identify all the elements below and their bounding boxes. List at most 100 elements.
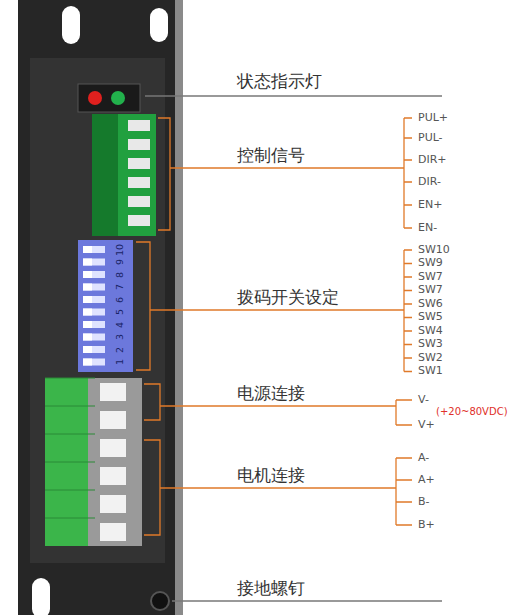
power-motor-terminal	[45, 378, 142, 546]
switch-name: SW3	[418, 338, 443, 351]
terminal-slot	[128, 177, 150, 188]
switch-name: SW10	[418, 244, 450, 257]
terminal-slot	[128, 158, 150, 169]
terminal-divider	[45, 462, 95, 463]
terminal-divider	[45, 406, 95, 407]
dip-toggle	[83, 246, 105, 253]
switch-name: SW4	[418, 325, 443, 338]
pin-name: PUL-	[418, 132, 443, 145]
ground-screw	[151, 592, 169, 610]
bracket	[144, 384, 412, 425]
callout-label: 拨码开关设定	[237, 288, 339, 308]
pin-name: B+	[418, 519, 435, 532]
pin-name: A+	[418, 474, 435, 487]
leader-lines	[136, 96, 442, 601]
switch-number: 9	[115, 259, 125, 265]
bracket	[158, 118, 412, 230]
mounting-slot	[62, 6, 80, 44]
status-leds	[78, 84, 140, 112]
housing-panel	[30, 58, 165, 563]
green-led	[111, 91, 125, 105]
callout-label: 电机连接	[237, 466, 305, 486]
terminal-divider	[45, 378, 95, 379]
dip-toggle	[83, 259, 105, 266]
dip-slider	[83, 346, 92, 353]
pin-name: PUL+	[418, 112, 448, 125]
pin-name: B-	[418, 496, 430, 509]
callout-label: 控制信号	[237, 146, 305, 166]
mounting-slot	[150, 8, 168, 42]
switch-name: SW5	[418, 311, 443, 324]
switch-number: 6	[115, 296, 125, 302]
terminal-block	[92, 114, 156, 236]
switch-number: 5	[115, 309, 125, 315]
callout-label: 状态指示灯	[237, 72, 322, 92]
switch-number: 3	[115, 334, 125, 340]
dip-toggle	[83, 346, 105, 353]
terminal-slot	[100, 411, 126, 429]
dip-toggle	[83, 334, 105, 341]
housing-side	[175, 0, 183, 615]
switch-number: 8	[115, 271, 125, 277]
terminal-slot	[128, 215, 150, 226]
leader-line	[172, 600, 442, 601]
pin-name: V+	[418, 419, 435, 432]
pin-name: A-	[418, 452, 429, 465]
dip-slider	[83, 359, 92, 366]
dip-slider	[83, 321, 92, 328]
switch-name: SW2	[418, 352, 443, 365]
switch-number: 10	[115, 243, 125, 255]
pin-name: EN+	[418, 199, 442, 212]
terminal-slot	[100, 467, 126, 485]
housing	[18, 0, 183, 615]
red-led	[88, 91, 102, 105]
switch-name: SW6	[418, 298, 443, 311]
dip-slider	[83, 334, 92, 341]
dip-toggles	[83, 246, 105, 366]
terminal-slot	[100, 383, 126, 401]
dip-toggle	[83, 271, 105, 278]
callout-label: 电源连接	[237, 384, 305, 404]
bracket	[136, 242, 404, 372]
led-panel	[78, 84, 140, 112]
terminal-slot	[128, 196, 150, 207]
switch-name: SW1	[418, 365, 443, 378]
terminal-divider	[45, 518, 95, 519]
switch-number: 1	[115, 359, 125, 365]
terminal-divider	[45, 490, 95, 491]
dip-slider	[83, 284, 92, 291]
switch-name: SW9	[418, 257, 443, 270]
bracket	[144, 440, 412, 535]
terminal-slot	[100, 495, 126, 513]
terminal-slots	[45, 378, 126, 541]
dip-toggle	[83, 359, 105, 366]
dip-toggle	[83, 284, 105, 291]
dip-toggle	[83, 321, 105, 328]
mounting-slot	[32, 578, 50, 615]
dip-body	[78, 240, 133, 372]
pin-name: V-	[418, 394, 429, 407]
housing-body	[18, 0, 176, 615]
dip-toggle	[83, 296, 105, 303]
callout-label: 接地螺钉	[237, 579, 305, 599]
terminal-slot	[128, 120, 150, 131]
terminal-divider	[45, 434, 95, 435]
terminal-frame	[88, 378, 142, 546]
dip-slider	[83, 309, 92, 316]
dip-switch	[78, 240, 133, 372]
switch-number: 2	[115, 346, 125, 352]
dip-slider	[83, 296, 92, 303]
pin-name: DIR+	[418, 154, 447, 167]
switch-number: 4	[115, 321, 125, 327]
pin-name: DIR-	[418, 176, 441, 189]
bracket-ticks	[404, 250, 412, 372]
dip-slider	[83, 259, 92, 266]
switch-name: SW7	[418, 284, 443, 297]
terminal-block	[45, 378, 95, 546]
dip-slider	[83, 246, 92, 253]
control-terminal	[92, 114, 156, 236]
switch-name: SW7	[418, 271, 443, 284]
dip-toggle	[83, 309, 105, 316]
pin-name: EN-	[418, 222, 437, 235]
